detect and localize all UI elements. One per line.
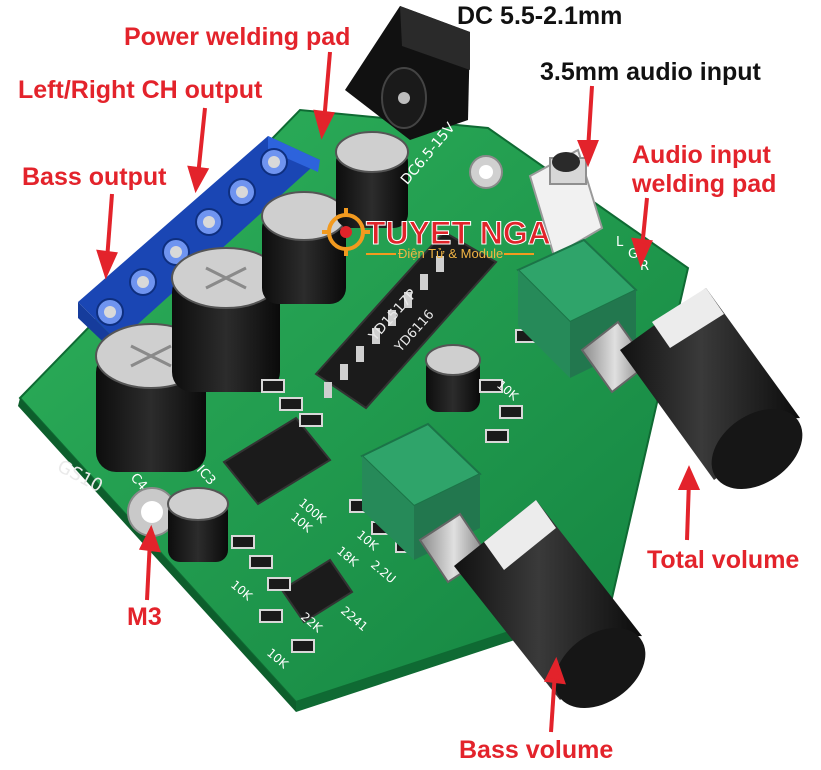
watermark-tagline: Điện Tử & Module — [398, 246, 503, 261]
mount-hole-m3 — [127, 487, 177, 537]
callout-power-pad: Power welding pad — [124, 23, 351, 51]
silk-pin-r: R — [640, 259, 649, 274]
opamp-chip — [280, 558, 354, 624]
watermark-brand: TUYET NGA — [366, 215, 551, 251]
callout-total-volume: Total volume — [647, 546, 800, 574]
silk-pin-g: G — [628, 247, 638, 262]
callout-m3: M3 — [127, 603, 162, 631]
callout-audio-input: 3.5mm audio input — [540, 58, 761, 86]
silk-pin-l: L — [616, 235, 624, 250]
smd-resistors — [231, 329, 539, 653]
capacitor-medium-1 — [261, 191, 347, 304]
callout-lr-output: Left/Right CH output — [18, 76, 263, 104]
logo-icon — [322, 208, 370, 256]
callout-bass-volume: Bass volume — [459, 736, 614, 764]
capacitor-small-1 — [425, 344, 481, 412]
ic3-chip — [222, 416, 332, 506]
capacitor-medium-2 — [335, 131, 409, 228]
callout-audio-pad-1: Audio input — [632, 141, 771, 169]
terminal-block — [78, 136, 320, 356]
knob-bass-volume — [418, 500, 646, 708]
callout-bass-output: Bass output — [22, 163, 167, 191]
main-chip — [314, 230, 498, 410]
audio-jack — [528, 148, 604, 258]
callout-dc-jack: DC 5.5-2.1mm — [457, 2, 623, 30]
knob-total-volume — [580, 288, 803, 489]
dc-jack — [345, 6, 470, 140]
arrow-icon — [96, 51, 701, 733]
capacitor-small-2 — [167, 487, 229, 562]
callout-audio-pad-2: welding pad — [632, 170, 777, 198]
pcb-edge — [18, 398, 296, 712]
capacitor-large-2 — [171, 247, 281, 392]
